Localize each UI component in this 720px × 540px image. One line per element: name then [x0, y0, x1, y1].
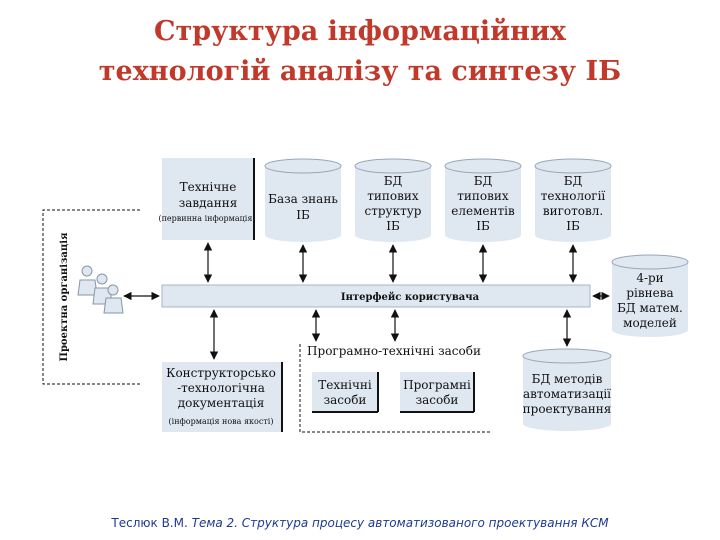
software-hardware-label: Програмно-технічні засоби [307, 344, 481, 358]
db-elements-line-1: БД [474, 174, 493, 188]
db-elements-line-3: елементів [451, 204, 515, 218]
db-technology-line-1: БД [564, 174, 583, 188]
user-interface-bar: Інтерфейс користувача [162, 285, 590, 307]
user-interface-label: Інтерфейс користувача [341, 292, 480, 303]
design-docs-line-1: Конструкторсько [166, 366, 276, 380]
db-structures-line-2: типових [367, 189, 419, 203]
db-methods-line-1: БД методів [532, 372, 603, 386]
db-methods-line-3: проектування [523, 402, 612, 416]
db-math-line-1: 4-ри [636, 271, 663, 285]
knowledge-base-line-1: База знань [268, 192, 338, 206]
software-line-2: засоби [416, 393, 459, 407]
software-box: Програмні засоби [400, 372, 474, 412]
db-structures-line-4: ІБ [386, 219, 400, 233]
db-methods-line-2: автоматизації [523, 387, 611, 401]
db-technology-cylinder: БД технології виготовл. ІБ [535, 159, 611, 242]
software-line-1: Програмні [403, 378, 471, 392]
db-math-line-3: БД матем. [617, 301, 683, 315]
knowledge-base-line-2: ІБ [296, 208, 310, 222]
hardware-line-2: засоби [324, 393, 367, 407]
db-math-line-2: рівнева [626, 286, 673, 300]
db-math-models-cylinder: 4-ри рівнева БД матем. моделей [612, 255, 688, 337]
db-typical-elements-cylinder: БД типових елементів ІБ [445, 159, 521, 242]
footer-author: Теслюк В.М. [111, 516, 187, 530]
technical-task-note: (первинна інформація) [158, 214, 255, 223]
db-elements-line-2: типових [457, 189, 509, 203]
db-structures-line-3: структур [365, 204, 422, 218]
footer-topic: Тема 2. Структура процесу автоматизовано… [192, 516, 609, 530]
db-technology-line-2: технології [541, 189, 606, 203]
project-organization-frame: Проектна організація [43, 210, 140, 384]
people-icon [78, 266, 123, 313]
db-math-line-4: моделей [623, 316, 677, 330]
technical-task-line-1: Технічне [180, 180, 237, 194]
db-structures-line-1: БД [384, 174, 403, 188]
knowledge-base-cylinder: База знань ІБ [265, 159, 341, 242]
db-typical-structures-cylinder: БД типових структур ІБ [355, 159, 431, 242]
db-elements-line-4: ІБ [476, 219, 490, 233]
db-technology-line-3: виготовл. [543, 204, 603, 218]
project-organization-label: Проектна організація [59, 232, 70, 362]
design-documentation-box: Конструкторсько -технологічна документац… [162, 362, 282, 432]
db-automation-methods-cylinder: БД методів автоматизації проектування [523, 349, 612, 431]
technical-task-box: Технічне завдання (первинна інформація) [158, 158, 255, 240]
design-docs-line-3: документація [178, 396, 265, 410]
hardware-box: Технічні засоби [312, 372, 378, 412]
db-technology-line-4: ІБ [566, 219, 580, 233]
technical-task-line-2: завдання [179, 196, 238, 210]
slide-footer: Теслюк В.М. Тема 2. Структура процесу ав… [0, 516, 720, 530]
hardware-line-1: Технічні [318, 378, 372, 392]
design-docs-line-2: -технологічна [177, 381, 265, 395]
design-docs-note: (інформація нова якості) [169, 417, 274, 426]
